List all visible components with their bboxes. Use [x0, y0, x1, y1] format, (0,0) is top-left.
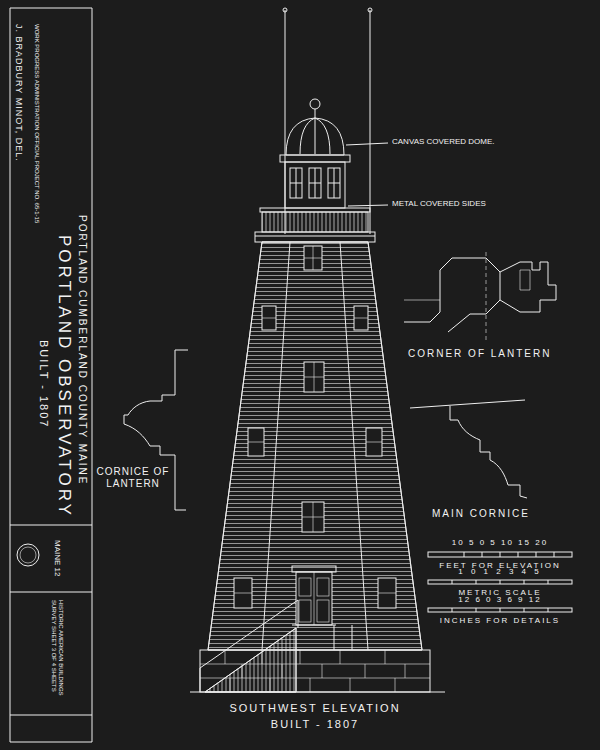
- view-date: BUILT - 1807: [215, 718, 415, 731]
- scale-title: INCHES FOR DETAILS: [420, 616, 580, 625]
- view-title: SOUTHWEST ELEVATION: [215, 702, 415, 715]
- scale-numbers: 10 5 0 5 10 15 20: [420, 538, 580, 547]
- scale-numbers: 1 0 1 2 3 4 5: [420, 567, 580, 576]
- survey-label: HISTORIC AMERICAN BUILDINGS SURVEY SHEET…: [50, 600, 64, 708]
- sheet-code: MAINE 12: [53, 540, 62, 576]
- detail-title: CORNER OF LANTERN: [408, 348, 551, 360]
- note-label: CANVAS COVERED DOME.: [392, 137, 495, 146]
- location-label: PORTLAND CUMBERLAND COUNTY MAINE: [77, 215, 89, 485]
- date-label: BUILT - 1807: [37, 340, 50, 428]
- sheet-title: PORTLAND OBSERVATORY: [54, 235, 74, 518]
- delineator: J. BRADBURY MINOT, DEL.: [14, 24, 24, 162]
- note-label: METAL COVERED SIDES: [392, 199, 486, 208]
- scale-numbers: 12 6 0 3 6 9 12: [420, 595, 580, 604]
- detail-title: CORNICE OF LANTERN: [96, 466, 170, 489]
- project-note: WORK PROGRESS ADMINISTRATION OFFICIAL PR…: [33, 24, 40, 223]
- detail-title: MAIN CORNICE: [432, 508, 530, 520]
